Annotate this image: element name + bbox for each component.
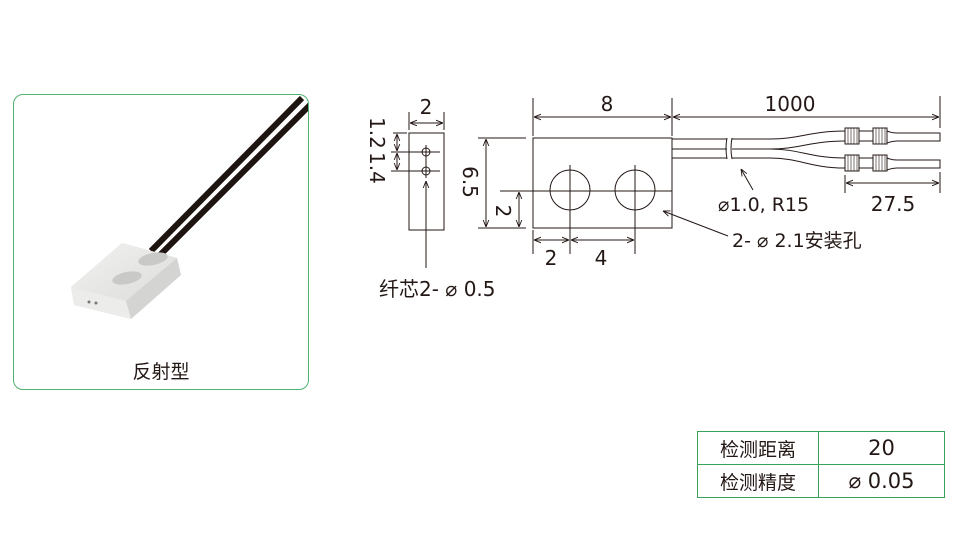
height-dim: 6.5 [458, 166, 482, 198]
side-width-dim: 2 [420, 95, 433, 119]
product-type-label: 反射型 [132, 361, 190, 383]
spec-value: ⌀ 0.05 [818, 464, 945, 498]
connector-dim: 27.5 [871, 192, 916, 216]
fiber-cable-icon [148, 95, 308, 258]
product-image [71, 95, 308, 319]
center-height-dim: 2 [491, 205, 515, 218]
product-card: 反射型 [13, 94, 309, 390]
table-row: 检测距离 20 [697, 431, 945, 465]
offset-dim-2: 1.4 [365, 152, 389, 184]
hole-pitch-dim: 4 [595, 246, 608, 270]
cable-length-dim: 1000 [765, 92, 816, 116]
mount-hole-label: 2- ⌀ 2.1安装孔 [732, 230, 862, 252]
cable-spec-label: ⌀1.0, R15 [718, 194, 809, 216]
sensor-body-icon [71, 243, 181, 319]
side-view [391, 112, 445, 268]
spec-table: 检测距离 20 检测精度 ⌀ 0.05 [697, 431, 945, 498]
spec-key: 检测精度 [697, 464, 819, 498]
length-dim: 8 [601, 92, 614, 116]
cable-drawing [671, 96, 941, 193]
table-row: 检测精度 ⌀ 0.05 [697, 464, 945, 498]
hole-offset-dim: 2 [545, 246, 558, 270]
spec-value: 20 [818, 431, 945, 465]
front-view [478, 98, 729, 254]
offset-dim-1: 1.2 [365, 117, 389, 149]
fiber-core-label: 纤芯2- ⌀ 0.5 [379, 277, 496, 301]
spec-key: 检测距离 [697, 431, 819, 465]
dimension-drawing: 2 1.2 1.4 纤芯2- ⌀ 0.5 8 6.5 2 2 4 2- ⌀ 2.… [365, 92, 941, 301]
